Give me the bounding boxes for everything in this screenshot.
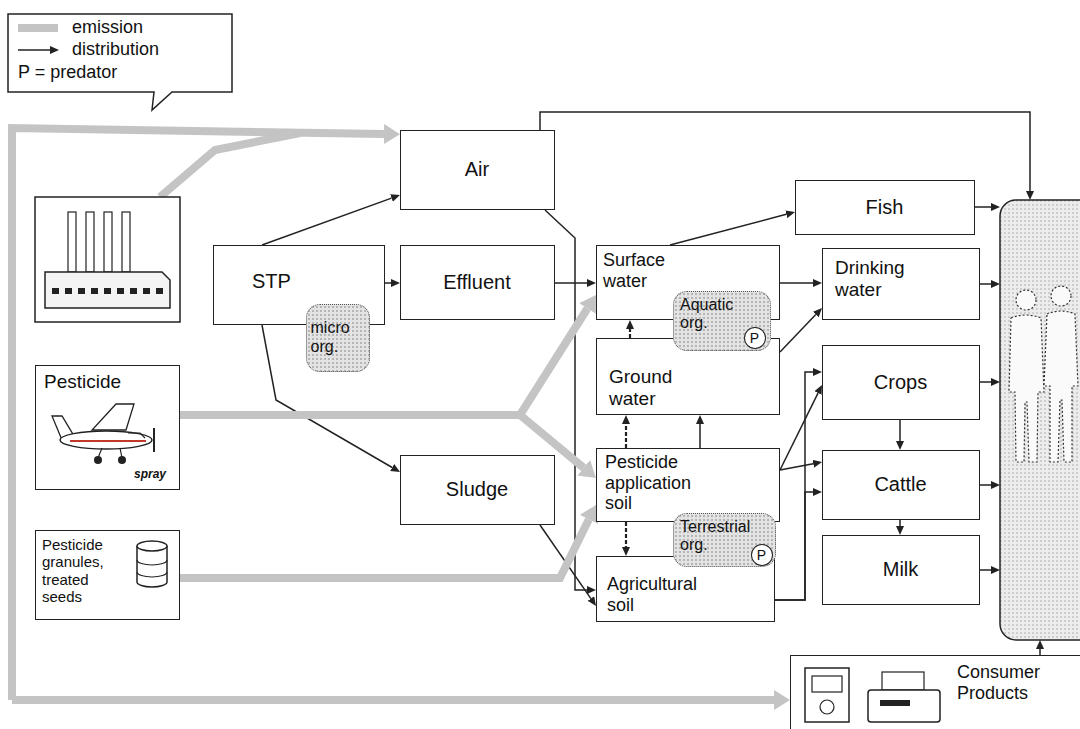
food-box: Milk: [822, 535, 980, 605]
food-box: Cattle: [822, 450, 980, 520]
node-label: Ground water: [609, 366, 689, 410]
emission-line: [160, 133, 300, 197]
distribution-arrow: [385, 282, 391, 284]
distribution-arrow: [775, 372, 813, 600]
node-label: micro org.: [311, 319, 365, 356]
organism-group: micro org.: [306, 304, 370, 372]
treatment-plant-box: STPmicro org.: [213, 245, 385, 325]
node-label: Drinking water: [835, 257, 935, 301]
node-label: P: [750, 330, 759, 346]
node-label: STP: [252, 270, 291, 293]
distribution-arrow: [780, 315, 816, 353]
node-label: Pesticide granules, treated seeds: [42, 536, 132, 605]
distribution-arrow: [699, 424, 701, 448]
distribution-arrow: [780, 393, 818, 470]
compartment-box: Surface waterAquatic org.P: [596, 245, 780, 320]
compartment-box: Pesticide application soilTerrestrial or…: [596, 448, 780, 522]
node-label: Sludge: [446, 478, 508, 501]
distribution-arrow: [262, 198, 392, 245]
organism-group: Aquatic org. P: [673, 291, 771, 351]
node-label: Pesticide application soil: [605, 452, 709, 514]
human-receptor-figure: [1000, 200, 1080, 640]
legend-label: emission: [72, 17, 143, 38]
node-label: Air: [465, 158, 489, 181]
node-label: Crops: [874, 371, 927, 394]
distribution-arrow: [555, 282, 587, 284]
legend-label: P = predator: [18, 62, 117, 83]
distribution-arrow: [670, 214, 786, 245]
legend-emission-sample: [18, 24, 58, 32]
legend-label: distribution: [72, 39, 159, 60]
distribution-arrow: [625, 522, 627, 547]
node-label: Fish: [866, 196, 904, 219]
distribution-arrow: [625, 424, 627, 448]
node-label: Consumer Products: [957, 662, 1067, 703]
node-label: P: [757, 547, 766, 563]
consumer-products-icons: [805, 668, 940, 722]
distribution-arrow: [629, 329, 631, 338]
node-label: Pesticide: [44, 371, 121, 393]
distribution-arrow: [780, 282, 813, 284]
node-label: Effluent: [443, 271, 510, 294]
distribution-arrow: [899, 520, 901, 526]
node-label: Agricultural soil: [607, 574, 717, 615]
spray-label: spray: [134, 468, 166, 482]
compartment-box: Air: [400, 130, 555, 210]
consumer-products-box: Consumer Products: [790, 655, 1080, 729]
barrel-icon: [137, 541, 167, 587]
emission-line: [12, 696, 774, 704]
compartment-box: Effluent: [400, 245, 555, 320]
node-label: Surface water: [603, 250, 675, 291]
node-label: Milk: [883, 558, 919, 581]
legend-distribution-sample: [18, 49, 50, 51]
factory-icon: [35, 197, 180, 322]
exposure-arrows: [540, 112, 1040, 655]
organism-group: Terrestrial org.P: [673, 513, 776, 567]
legend-bubble: [8, 14, 232, 110]
food-box: Drinking water: [822, 248, 980, 320]
emission-source-box: Pesticide granules, treated seeds: [35, 530, 180, 620]
emission-arrow: [180, 519, 589, 578]
node-label: Aquatic org.: [680, 296, 744, 333]
distribution-arrow: [899, 420, 901, 441]
predator-circle: P: [751, 544, 773, 566]
emission-source-box: Pesticide spray: [35, 365, 180, 490]
distribution-arrow: [780, 464, 813, 470]
distribution-arrow: [775, 492, 813, 600]
node-label: Cattle: [874, 473, 926, 496]
aeroplane-icon: [52, 404, 154, 464]
food-box: Crops: [822, 345, 980, 420]
food-box: Fish: [795, 180, 975, 235]
predator-circle: P: [744, 327, 766, 349]
compartment-box: Sludge: [400, 455, 555, 525]
node-label: Terrestrial org.: [680, 518, 762, 555]
